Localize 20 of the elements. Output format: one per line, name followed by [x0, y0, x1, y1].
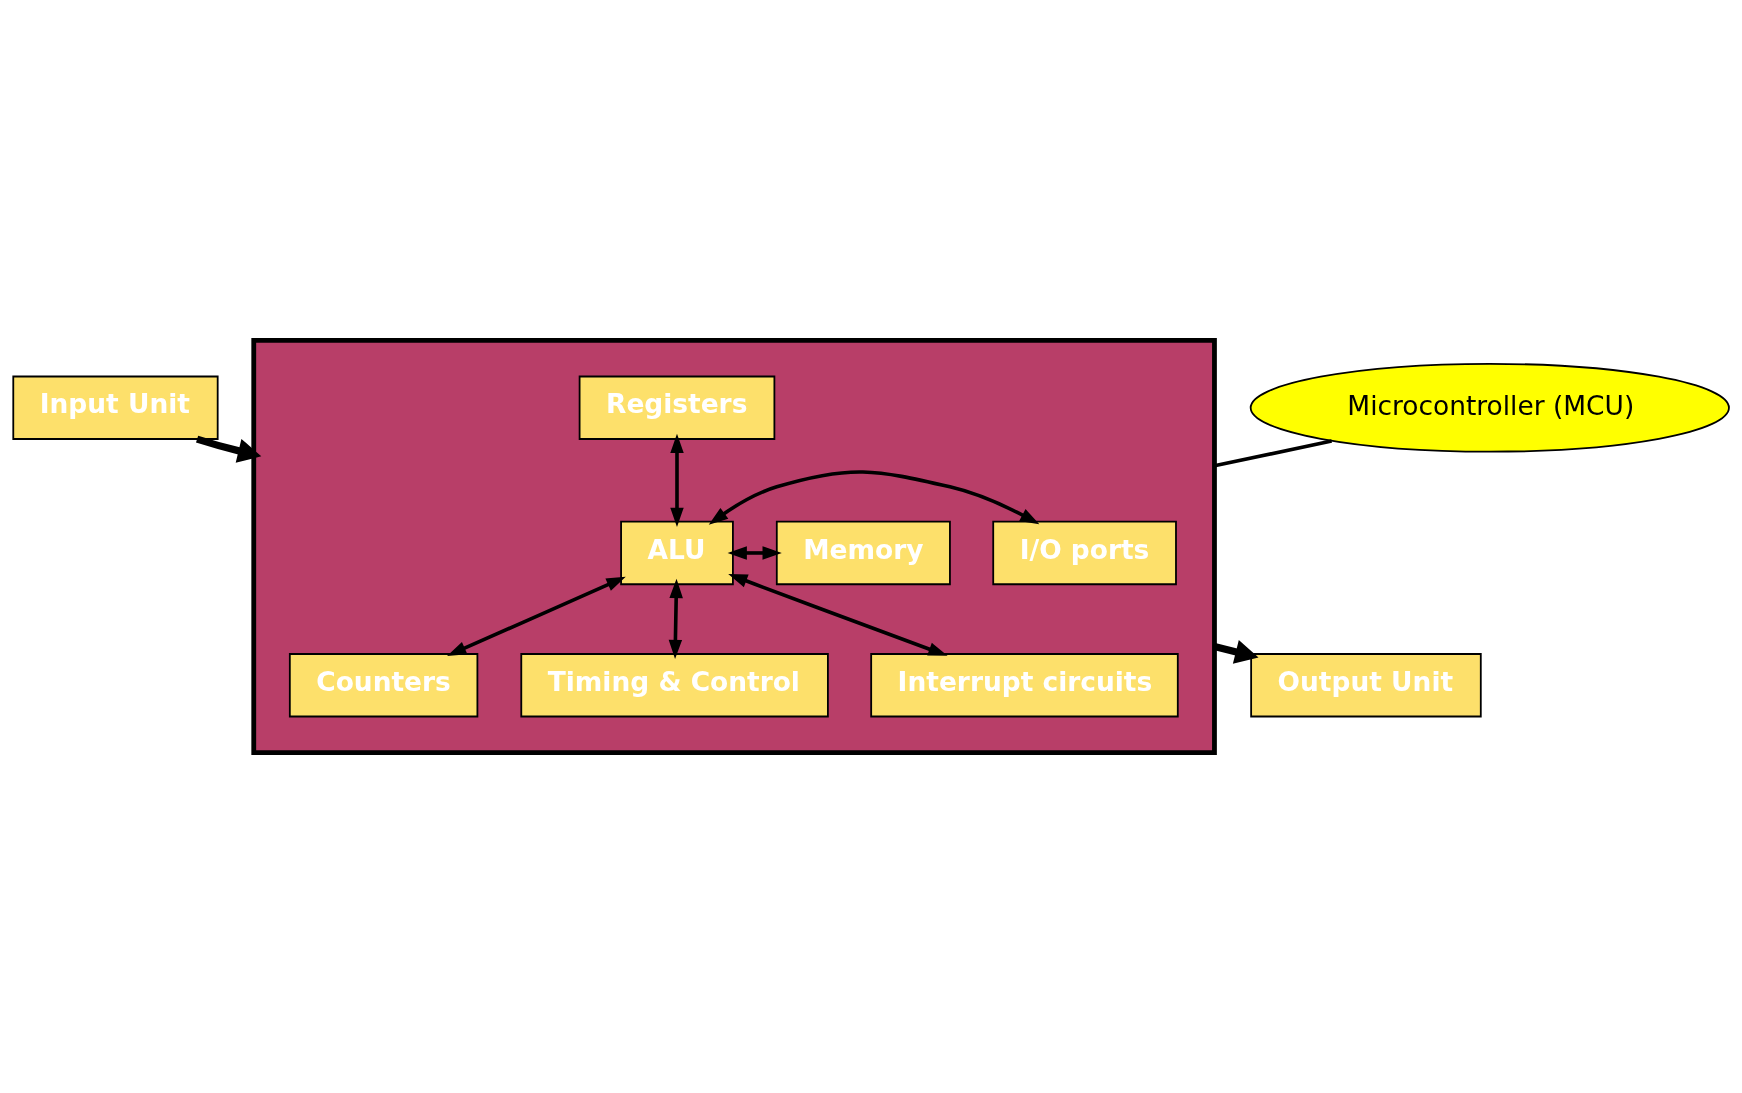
node-box: Timing & Control	[520, 653, 829, 718]
node-box: I/O ports	[992, 520, 1177, 586]
arrow	[668, 578, 683, 660]
arrow	[708, 470, 1040, 525]
arrow	[670, 433, 684, 527]
arrow	[447, 576, 626, 656]
node-box: Input Unit	[12, 375, 219, 440]
arrow	[727, 546, 782, 560]
arrow	[728, 574, 948, 656]
node-box: Memory	[775, 520, 951, 586]
node-box: Registers	[578, 375, 776, 440]
node-box: Counters	[288, 653, 479, 718]
arrow	[1213, 640, 1259, 664]
node-box: Interrupt circuits	[870, 653, 1179, 718]
arrow	[196, 435, 262, 463]
node-box: Output Unit	[1250, 653, 1482, 718]
connector	[1214, 439, 1332, 468]
node-ellipse: Microcontroller (MCU)	[1249, 362, 1730, 453]
cluster	[251, 338, 1217, 755]
node-box: ALU	[620, 520, 734, 586]
